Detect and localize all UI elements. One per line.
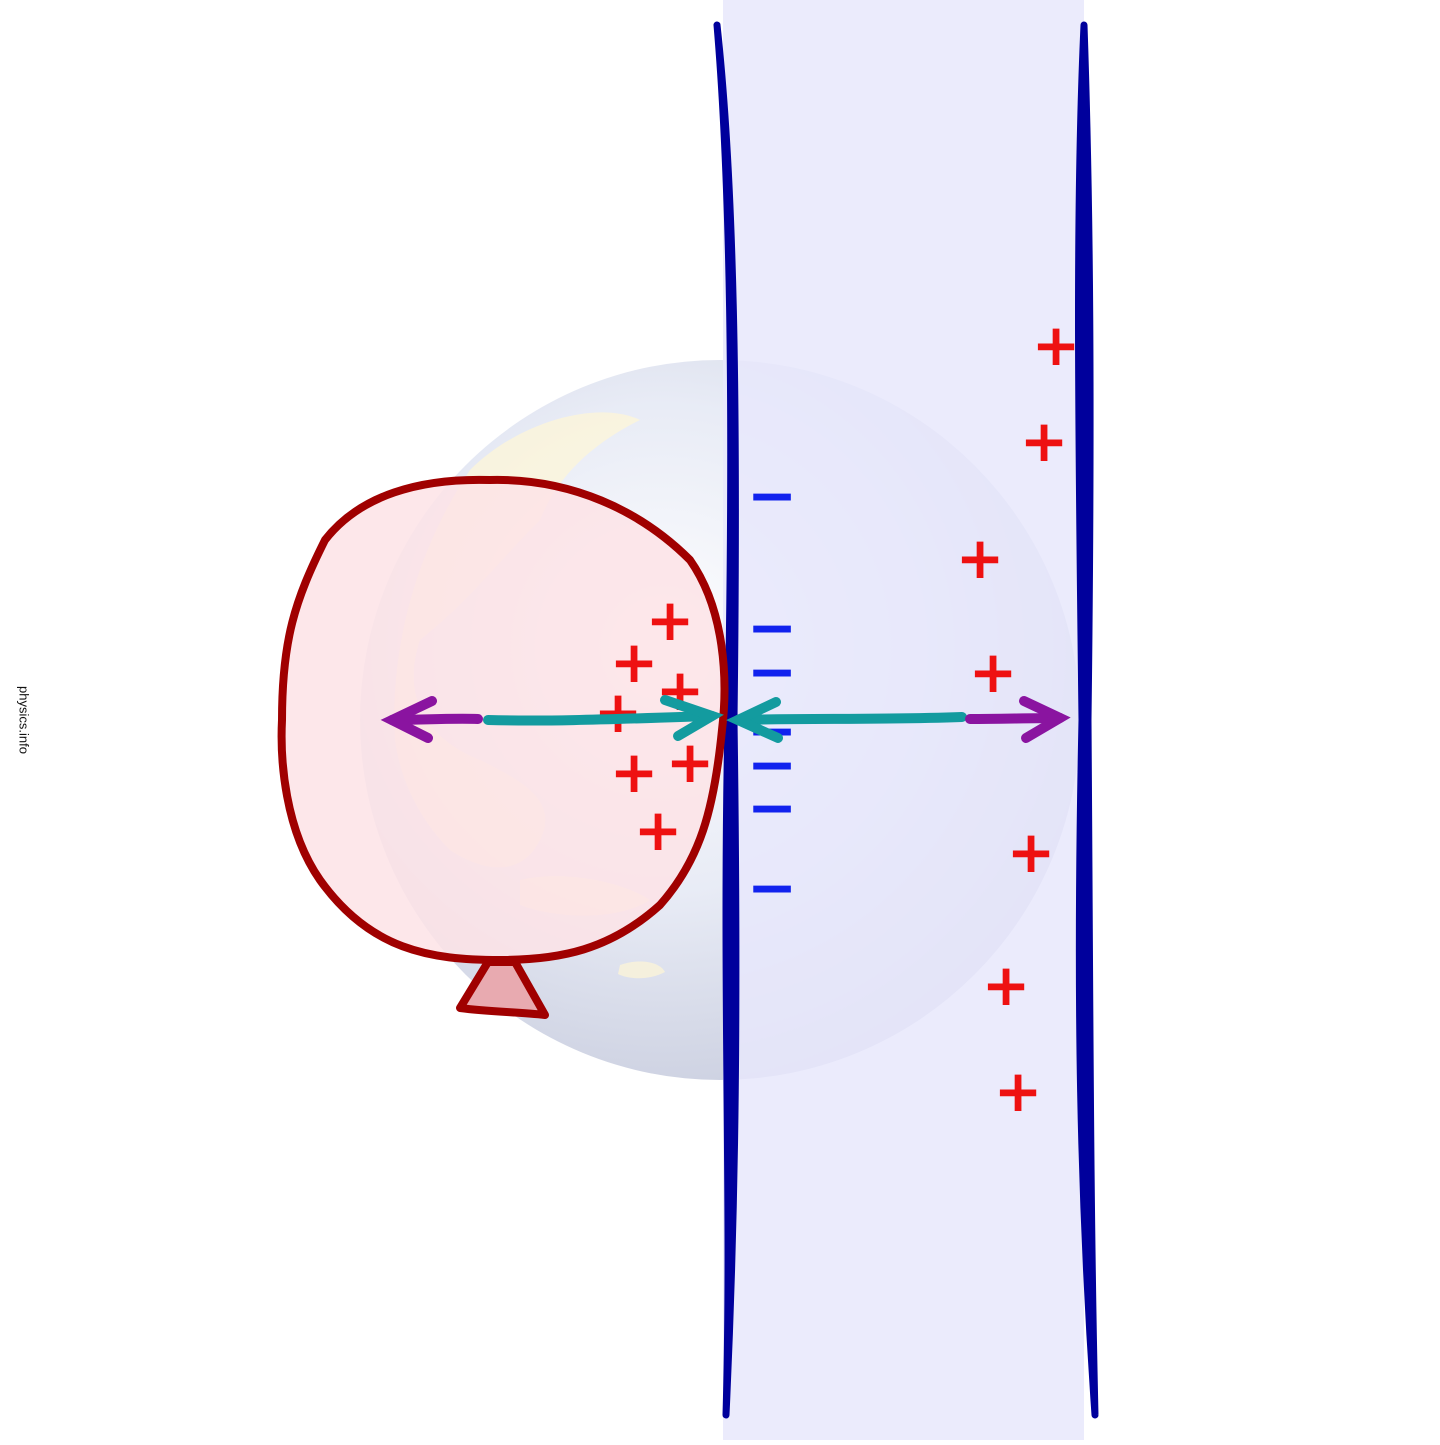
- negative-charge: −: [747, 637, 797, 707]
- force-arrows: [380, 695, 1071, 743]
- positive-charge: +: [610, 738, 659, 806]
- negative-charges: −−−−−−−: [747, 461, 797, 923]
- arrow-shaft: [483, 711, 717, 726]
- arrow-shaft: [965, 713, 1065, 724]
- balloon-knot: [456, 958, 549, 1019]
- negative-charge: −: [747, 593, 797, 663]
- arrow-head: [1019, 696, 1071, 743]
- arrow-head: [380, 696, 437, 743]
- positive-charge: +: [1007, 818, 1056, 886]
- attraction-arrow-wall: [726, 697, 967, 743]
- arrow-head: [726, 697, 783, 743]
- positive-charge: +: [666, 728, 715, 796]
- positive-charge: +: [982, 951, 1031, 1019]
- globe-island: [618, 961, 665, 979]
- repulsion-arrow-wall: [965, 696, 1071, 743]
- arrow-head: [660, 695, 724, 741]
- positive-charge: +: [969, 638, 1018, 706]
- arrow-shaft: [733, 712, 967, 725]
- credit-text: physics.info: [16, 686, 32, 754]
- wall-right-edge: [1075, 21, 1099, 1419]
- positive-charge: +: [1020, 407, 1069, 475]
- negative-charge: −: [747, 853, 797, 923]
- wall-left-edge: [713, 21, 740, 1419]
- positive-charge: +: [634, 796, 683, 864]
- negative-charge: −: [747, 730, 797, 800]
- positive-charge: +: [646, 586, 695, 654]
- positive-charge: +: [956, 524, 1005, 592]
- negative-charge: −: [747, 773, 797, 843]
- positive-charge: +: [610, 628, 659, 696]
- attraction-arrow-balloon: [483, 695, 724, 741]
- positive-charge: +: [594, 678, 643, 746]
- repulsion-arrow-balloon: [380, 696, 483, 743]
- negative-charge: −: [747, 461, 797, 531]
- positive-charge: +: [1032, 311, 1081, 379]
- positive-charges: ++++++++++++++: [594, 311, 1081, 1125]
- positive-charge: +: [994, 1057, 1043, 1125]
